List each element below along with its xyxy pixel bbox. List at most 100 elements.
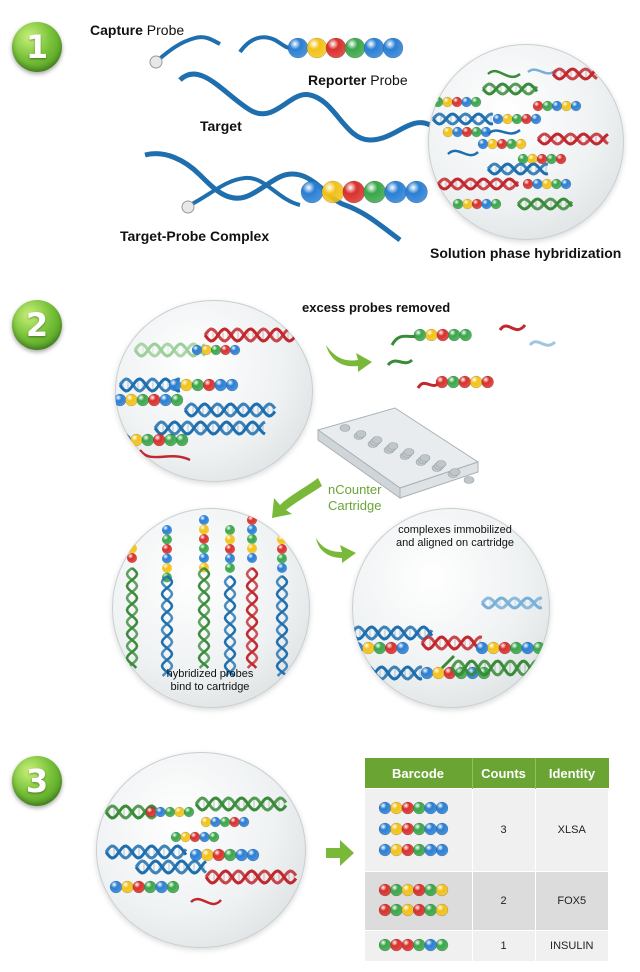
barcode-beads-fox5 xyxy=(379,883,449,916)
barcode-cell xyxy=(364,871,473,931)
s3-beads-1 xyxy=(145,806,195,818)
barcode-xlsa-1 xyxy=(379,801,449,814)
hyb-helix xyxy=(197,567,211,669)
hyb-beads xyxy=(247,515,257,563)
hyb-beads xyxy=(277,525,287,573)
hyb-helix xyxy=(245,567,259,669)
sol-beads-7 xyxy=(522,178,572,190)
blue-helix-2 xyxy=(183,402,277,418)
sol-beads-2 xyxy=(492,113,542,125)
barcode-insulin-1 xyxy=(379,938,449,951)
s3-beads-4 xyxy=(189,848,260,862)
sol-beads-3 xyxy=(532,100,582,112)
reporter-probe-label: Reporter Probe xyxy=(308,72,408,88)
step-1-badge: 1 xyxy=(12,22,62,72)
hybridized-strands xyxy=(125,515,289,677)
capture-probe-label: Capture Probe xyxy=(90,22,184,38)
hybridized-line2: bind to cartridge xyxy=(170,681,250,693)
hyb-beads xyxy=(162,525,172,583)
sol-beads-4 xyxy=(442,126,492,138)
step-3-badge: 3 xyxy=(12,756,62,806)
ssdna-strand xyxy=(447,149,479,157)
ssdna-strand xyxy=(386,358,414,367)
ssdna-strand xyxy=(498,323,527,332)
faded-helix xyxy=(480,596,543,610)
barcode-beads-insulin xyxy=(379,938,449,951)
blue-helix xyxy=(431,112,494,126)
reporter-bold: Reporter xyxy=(308,72,367,88)
red-helix xyxy=(203,327,297,343)
hyb-beads xyxy=(199,515,209,573)
barcode-cell xyxy=(364,930,473,962)
complexes-line2: and aligned on cartridge xyxy=(395,537,515,549)
mix-beads-0 xyxy=(191,344,241,356)
hybridized-circle xyxy=(112,508,310,708)
capture-rest: Probe xyxy=(142,22,185,38)
ssdna-strand xyxy=(487,128,521,135)
excess-bold: excess probes removed xyxy=(302,300,451,315)
hyb-helix xyxy=(125,567,139,669)
sol-beads-8 xyxy=(452,198,502,210)
blue-helix-2 xyxy=(360,665,423,681)
red-helix-2 xyxy=(536,132,609,146)
green-helix xyxy=(450,659,544,677)
solution-phase-label: Solution phase hybridization xyxy=(430,245,621,261)
capture-bold: Capture xyxy=(90,22,143,38)
complex-bold: Target-Probe Complex xyxy=(120,228,270,244)
hyb-helix xyxy=(275,575,289,677)
count-cell: 2 xyxy=(471,871,536,931)
s3-beads-5 xyxy=(109,880,180,894)
identity-cell: FOX5 xyxy=(534,871,609,931)
red-helix xyxy=(420,635,483,651)
barcode-cell xyxy=(364,788,473,872)
header-identity: Identity xyxy=(535,758,609,789)
table-row: 1 INSULIN xyxy=(364,930,609,962)
s3-beads-3 xyxy=(170,831,220,843)
blue-helix xyxy=(104,844,188,860)
solution-phase-circle xyxy=(428,44,624,240)
identity-cell: INSULIN xyxy=(534,930,609,962)
count-cell: 1 xyxy=(471,930,536,962)
hyb-beads xyxy=(127,515,137,563)
barcode-xlsa-2 xyxy=(379,822,449,835)
mix-strands xyxy=(115,327,297,462)
step2-mix-circle xyxy=(115,300,313,482)
barcode-fox5-2 xyxy=(379,903,449,916)
sol-beads-1 xyxy=(432,96,482,108)
ncounter-line1: nCounter xyxy=(328,482,382,497)
green-helix-2 xyxy=(516,197,574,211)
ssdna-strand xyxy=(190,897,222,906)
faded-green-helix xyxy=(133,342,206,358)
blue-helix xyxy=(352,625,434,641)
ncounter-label: nCounter Cartridge xyxy=(328,482,381,514)
s3-beads-2 xyxy=(200,816,250,828)
barcode-xlsa-3 xyxy=(379,843,449,856)
step-number: 1 xyxy=(25,28,49,66)
identity-cell: XLSA xyxy=(534,788,609,872)
barcode-table: Barcode Counts Identity 3 XLSA 2 FOX5 1 … xyxy=(364,758,609,962)
blue-helix-2 xyxy=(134,859,207,875)
hyb-beads xyxy=(225,525,235,573)
cx-beads-1 xyxy=(352,641,409,655)
solution-bold: Solution phase hybridization xyxy=(430,245,622,261)
step3-circle xyxy=(96,752,306,948)
barcode-beads-xlsa xyxy=(379,801,449,856)
aligned-complexes xyxy=(352,596,546,681)
red-helix xyxy=(204,869,298,885)
mix-beads-3 xyxy=(118,433,189,447)
table-row: 3 XLSA xyxy=(364,788,609,872)
ncounter-line2: Cartridge xyxy=(328,498,382,513)
target-label: Target xyxy=(200,118,242,134)
blue-helix-2 xyxy=(486,162,549,176)
green-helix-2 xyxy=(194,796,288,812)
